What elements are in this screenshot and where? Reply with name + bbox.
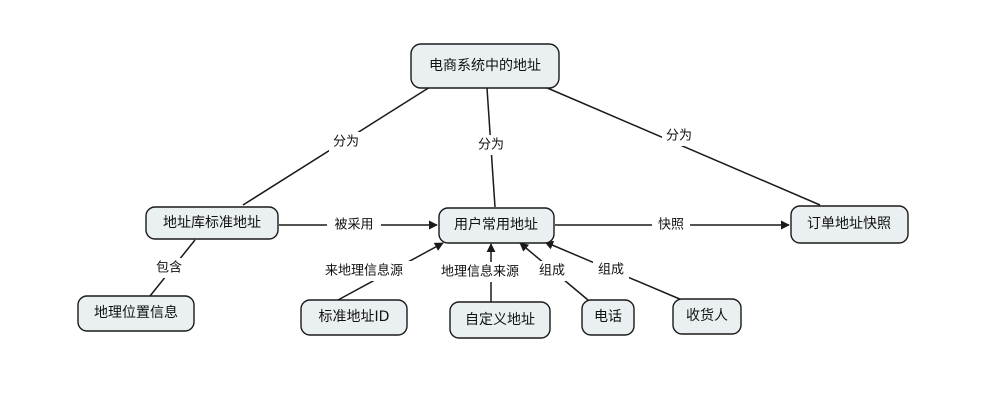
svg-text:分为: 分为 bbox=[666, 129, 692, 144]
svg-text:来地理信息源: 来地理信息源 bbox=[325, 263, 403, 279]
svg-text:分为: 分为 bbox=[333, 135, 359, 150]
edge-label-geo-source: 地理信息来源 bbox=[429, 262, 531, 282]
svg-text:标准地址ID: 标准地址ID bbox=[319, 309, 390, 325]
node-address-in-ecommerce[interactable]: 电商系统中的地址 bbox=[410, 43, 560, 89]
svg-text:电商系统中的地址: 电商系统中的地址 bbox=[429, 58, 541, 74]
svg-text:收货人: 收货人 bbox=[686, 307, 728, 324]
svg-text:地理位置信息: 地理位置信息 bbox=[94, 304, 178, 321]
edge-label-adopted: 被采用 bbox=[327, 215, 381, 235]
svg-text:地理信息来源: 地理信息来源 bbox=[441, 264, 519, 280]
edge-label-contains: 包含 bbox=[151, 258, 187, 278]
node-phone[interactable]: 电话 bbox=[581, 299, 635, 336]
edge-labels: 分为 分为 分为 被采用 快照 包含 来地理信息源 地理信息来源 bbox=[151, 126, 696, 282]
edge-label-split-middle: 分为 bbox=[474, 135, 508, 155]
node-order-address-snapshot[interactable]: 订单地址快照 bbox=[790, 205, 909, 244]
node-user-common-address[interactable]: 用户常用地址 bbox=[438, 207, 555, 244]
node-custom-address[interactable]: 自定义地址 bbox=[449, 301, 551, 339]
svg-text:组成: 组成 bbox=[539, 264, 565, 279]
svg-text:电话: 电话 bbox=[594, 309, 622, 325]
nodes: 电商系统中的地址 地址库标准地址 用户常用地址 订单地址快照 地理位置信息 标准… bbox=[77, 43, 909, 339]
node-recipient[interactable]: 收货人 bbox=[672, 298, 742, 335]
edge-label-snapshot: 快照 bbox=[652, 215, 690, 235]
edge-label-split-right: 分为 bbox=[662, 126, 696, 146]
node-standard-address-library[interactable]: 地址库标准地址 bbox=[145, 206, 279, 240]
svg-text:地址库标准地址: 地址库标准地址 bbox=[163, 215, 261, 231]
node-standard-address-id[interactable]: 标准地址ID bbox=[300, 299, 408, 336]
svg-text:包含: 包含 bbox=[156, 260, 182, 276]
svg-text:自定义地址: 自定义地址 bbox=[465, 312, 535, 328]
svg-text:快照: 快照 bbox=[658, 218, 684, 233]
edge-label-split-left: 分为 bbox=[329, 132, 363, 152]
svg-text:组成: 组成 bbox=[598, 263, 624, 278]
edge-label-geo-source-from: 来地理信息源 bbox=[314, 261, 414, 281]
svg-text:分为: 分为 bbox=[478, 138, 504, 153]
node-geo-location-info[interactable]: 地理位置信息 bbox=[77, 295, 195, 332]
svg-text:订单地址快照: 订单地址快照 bbox=[807, 216, 891, 232]
edge-label-composed-2: 组成 bbox=[593, 260, 629, 280]
svg-text:被采用: 被采用 bbox=[334, 218, 373, 233]
svg-text:用户常用地址: 用户常用地址 bbox=[454, 216, 538, 233]
edge-label-composed-1: 组成 bbox=[534, 261, 570, 281]
